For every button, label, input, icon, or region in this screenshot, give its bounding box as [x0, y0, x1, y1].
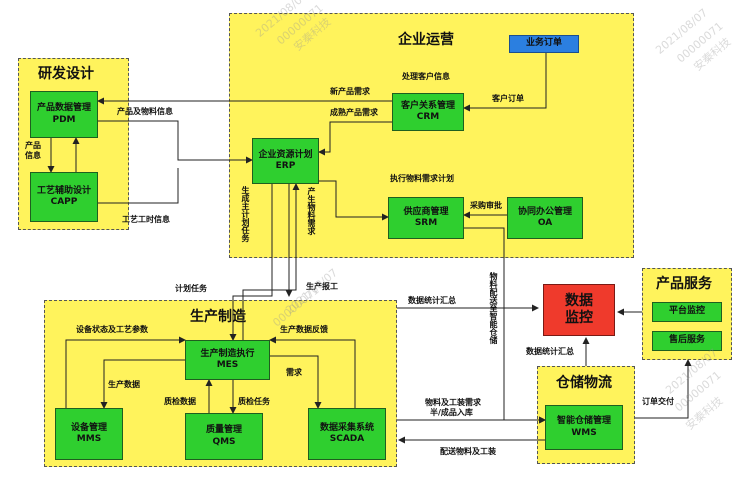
region-title-product-service: 产品服务	[656, 276, 712, 292]
crm-abbr: CRM	[416, 112, 440, 122]
mes-node[interactable]: 生产制造执行 MES	[185, 340, 270, 380]
label-master-plan-task: 生成主计划任务	[241, 186, 250, 242]
arrow-mms-to-mes	[65, 336, 186, 408]
mms-node[interactable]: 设备管理 MMS	[55, 408, 123, 460]
aftersales-label: 售后服务	[668, 335, 705, 346]
label-process-time-info: 工艺工时信息	[122, 215, 170, 224]
mes-name: 生产制造执行	[200, 348, 255, 359]
platform-monitor-label: 平台监控	[668, 306, 705, 317]
region-title-warehouse: 仓储物流	[556, 375, 612, 391]
label-customer-order: 客户订单	[492, 94, 524, 103]
label-product-material-info: 产品及物料信息	[117, 107, 173, 116]
label-demand: 需求	[286, 368, 302, 377]
capp-abbr: CAPP	[50, 197, 78, 207]
region-title-production: 生产制造	[190, 309, 246, 325]
oa-abbr: OA	[537, 218, 553, 228]
arrow-pdm-to-erp	[98, 120, 253, 164]
pdm-node[interactable]: 产品数据管理 PDM	[30, 91, 98, 138]
arrow-erp-to-srm	[303, 180, 389, 221]
wms-name: 智能仓储管理	[556, 416, 611, 427]
label-exec-material-plan: 执行物料需求计划	[390, 174, 454, 183]
erp-abbr: ERP	[275, 161, 296, 171]
wms-abbr: WMS	[571, 427, 597, 438]
arrow-capp-to-erp	[98, 168, 179, 204]
arrow-order-to-crm	[463, 52, 547, 112]
data-monitor-line2: 监控	[565, 310, 593, 326]
label-mature-product-demand: 成熟产品需求	[330, 108, 378, 117]
srm-name: 供应商管理	[403, 206, 449, 217]
label-data-stats-summary-2: 数据统计汇总	[526, 347, 574, 356]
erp-name: 企业资源计划	[258, 149, 313, 160]
mms-abbr: MMS	[76, 434, 102, 444]
label-semi-finished-inbound: 半/成品入库	[430, 408, 473, 417]
label-plan-task: 计划任务	[175, 284, 207, 293]
crm-node[interactable]: 客户关系管理 CRM	[392, 93, 464, 131]
mes-abbr: MES	[216, 360, 239, 370]
region-title-rnd: 研发设计	[38, 66, 94, 82]
label-quality-data: 质检数据	[164, 397, 196, 406]
business-order-node[interactable]: 业务订单	[509, 35, 579, 53]
business-order-label: 业务订单	[525, 38, 562, 49]
erp-node[interactable]: 企业资源计划 ERP	[252, 138, 319, 184]
label-production-report: 生产报工	[306, 282, 338, 291]
srm-node[interactable]: 供应商管理 SRM	[388, 197, 464, 239]
label-deliver-material-tool: 配送物料及工装	[440, 447, 496, 456]
label-material-to-warehouse: 物料配送至智能仓储	[489, 272, 498, 344]
region-title-enterprise-ops: 企业运营	[398, 32, 454, 48]
label-data-stats-summary-1: 数据统计汇总	[408, 296, 456, 305]
scada-node[interactable]: 数据采集系统 SCADA	[308, 408, 386, 460]
data-monitor-line1: 数据	[565, 292, 593, 309]
wms-node[interactable]: 智能仓储管理 WMS	[545, 405, 623, 450]
arrow-erp-to-mes	[229, 181, 273, 341]
label-quality-task: 质检任务	[238, 397, 270, 406]
label-product-info: 产品信息	[25, 141, 41, 160]
arrow-mes-to-mms	[100, 359, 185, 409]
qms-name: 质量管理	[205, 425, 242, 436]
platform-monitor-node[interactable]: 平台监控	[652, 302, 722, 322]
label-purchase-approval: 采购审批	[470, 201, 502, 210]
label-material-tool-demand: 物料及工装需求	[425, 398, 481, 407]
label-production-material-demand: 产生物料需求	[307, 187, 316, 235]
scada-abbr: SCADA	[329, 434, 365, 444]
mms-name: 设备管理	[70, 422, 107, 433]
oa-name: 协同办公管理	[517, 206, 572, 217]
capp-node[interactable]: 工艺辅助设计 CAPP	[30, 172, 98, 222]
label-new-product-demand: 新产品需求	[330, 87, 370, 96]
pdm-name: 产品数据管理	[36, 103, 91, 114]
scada-name: 数据采集系统	[319, 422, 374, 433]
arrow-srm-to-wms	[464, 227, 546, 424]
arrow-wms-to-service	[635, 359, 692, 419]
label-production-feedback: 生产数据反馈	[280, 325, 328, 334]
arrow-mes-to-scada	[270, 355, 322, 409]
pdm-abbr: PDM	[52, 114, 76, 125]
label-production-data: 生产数据	[108, 380, 140, 389]
capp-name: 工艺辅助设计	[36, 185, 91, 196]
aftersales-node[interactable]: 售后服务	[652, 331, 722, 351]
arrow-mes-to-erp	[242, 183, 300, 340]
arrow-scada-to-mes	[269, 336, 356, 408]
label-handle-customer-info: 处理客户信息	[402, 72, 450, 81]
crm-name: 客户关系管理	[400, 100, 455, 111]
qms-node[interactable]: 质量管理 QMS	[185, 413, 263, 460]
arrow-crm-to-erp	[318, 121, 392, 156]
data-monitor-node[interactable]: 数据 监控	[543, 284, 615, 336]
qms-abbr: QMS	[212, 436, 236, 447]
label-equipment-status-params: 设备状态及工艺参数	[76, 325, 148, 334]
label-order-delivery: 订单交付	[642, 397, 674, 406]
srm-abbr: SRM	[414, 218, 438, 228]
oa-node[interactable]: 协同办公管理 OA	[507, 197, 583, 239]
